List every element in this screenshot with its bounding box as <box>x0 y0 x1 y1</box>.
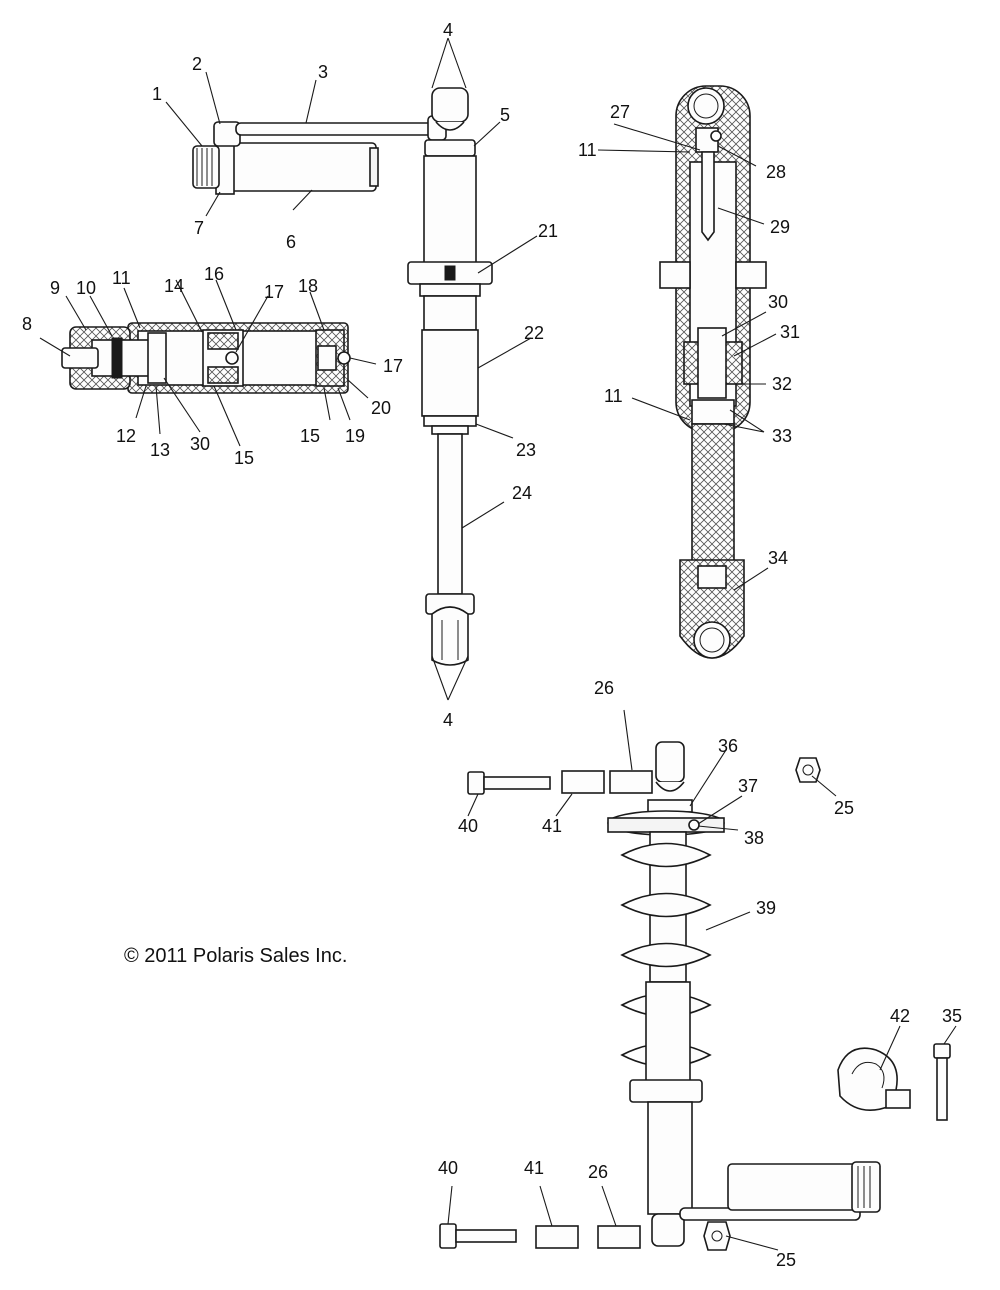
callout-10: 10 <box>76 278 96 298</box>
callout-21: 21 <box>538 221 558 241</box>
callout-27: 27 <box>610 102 630 122</box>
callout-20: 20 <box>371 398 391 418</box>
callout-36: 36 <box>718 736 738 756</box>
callout-29: 29 <box>770 217 790 237</box>
callout-17-top: 17 <box>264 282 284 302</box>
reservoir-clamp <box>837 1047 911 1112</box>
callout-30-right: 30 <box>768 292 788 312</box>
callout-40-top: 40 <box>458 816 478 836</box>
callout-13: 13 <box>150 440 170 460</box>
callout-25-top: 25 <box>834 798 854 818</box>
callout-17-right: 17 <box>383 356 403 376</box>
callout-18: 18 <box>298 276 318 296</box>
callout-40-bottom: 40 <box>438 1158 458 1178</box>
callout-25-bottom: 25 <box>776 1250 796 1270</box>
callout-11-right-bottom: 11 <box>604 386 623 406</box>
callout-16: 16 <box>204 264 224 284</box>
callout-1: 1 <box>152 84 162 104</box>
callout-26-bottom: 26 <box>588 1162 608 1182</box>
coilover-shock-assembly <box>607 741 881 1247</box>
callout-8: 8 <box>22 314 32 334</box>
remote-reservoir-assembly <box>192 115 447 195</box>
callout-33: 33 <box>772 426 792 446</box>
callout-12: 12 <box>116 426 136 446</box>
clamp-screw <box>933 1043 951 1121</box>
callout-24: 24 <box>512 483 532 503</box>
callout-4-bottom: 4 <box>443 710 453 730</box>
reservoir-cross-section <box>61 322 351 394</box>
callout-41-bottom: 41 <box>524 1158 544 1178</box>
callout-15-left: 15 <box>234 448 254 468</box>
callout-11-right-top: 11 <box>578 140 597 160</box>
callout-41-top: 41 <box>542 816 562 836</box>
hardware-top <box>467 757 821 795</box>
copyright-notice: © 2011 Polaris Sales Inc. <box>124 945 347 967</box>
callout-35: 35 <box>942 1006 962 1026</box>
callout-31: 31 <box>780 322 800 342</box>
callout-39: 39 <box>756 898 776 918</box>
callout-2: 2 <box>192 54 202 74</box>
callout-22: 22 <box>524 323 544 343</box>
callout-15-right: 15 <box>300 426 320 446</box>
callout-5: 5 <box>500 105 510 125</box>
callout-9: 9 <box>50 278 60 298</box>
callout-14: 14 <box>164 276 184 296</box>
callout-42: 42 <box>890 1006 910 1026</box>
callout-11-left: 11 <box>112 268 131 288</box>
callout-6: 6 <box>286 232 296 252</box>
callout-23: 23 <box>516 440 536 460</box>
shock-cross-section <box>659 85 767 659</box>
callout-7: 7 <box>194 218 204 238</box>
callout-26-top: 26 <box>594 678 614 698</box>
callout-labels: 1 2 3 4 5 6 7 8 9 10 11 12 13 14 15 15 1… <box>22 20 962 1270</box>
callout-32: 32 <box>772 374 792 394</box>
hardware-bottom <box>439 1221 731 1251</box>
callout-38: 38 <box>744 828 764 848</box>
callout-3: 3 <box>318 62 328 82</box>
callout-30-left: 30 <box>190 434 210 454</box>
callout-19: 19 <box>345 426 365 446</box>
leader-lines <box>39 37 957 1251</box>
callout-4-top: 4 <box>443 20 453 40</box>
callout-34: 34 <box>768 548 788 568</box>
callout-28: 28 <box>766 162 786 182</box>
callout-37: 37 <box>738 776 758 796</box>
shock-body-assembly <box>407 87 493 666</box>
